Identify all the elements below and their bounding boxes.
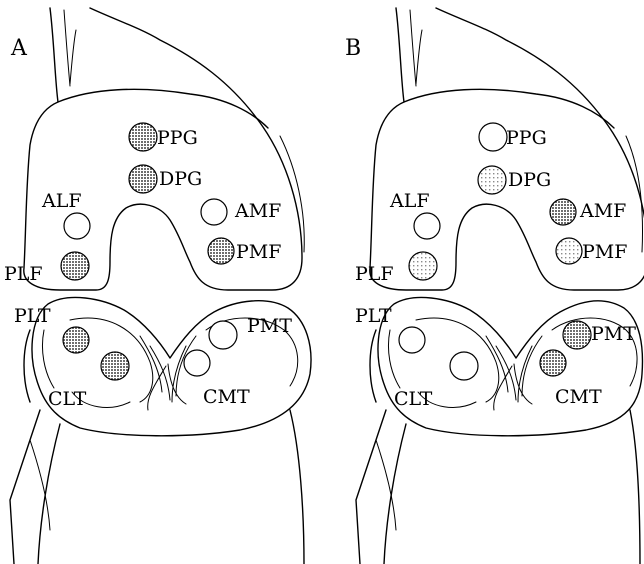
label-dpg-a: DPG xyxy=(159,168,202,190)
spot-clt-a xyxy=(101,352,129,380)
panel-a: A xyxy=(4,8,311,564)
label-amf-b: AMF xyxy=(579,200,626,222)
label-plf-a: PLF xyxy=(4,263,43,285)
spot-pmt-a xyxy=(209,321,237,349)
spot-plt-b xyxy=(399,327,425,353)
label-dpg-b: DPG xyxy=(508,169,551,191)
spot-ppg-b xyxy=(479,123,507,151)
label-amf-a: AMF xyxy=(234,200,281,222)
spot-dpg-a xyxy=(129,165,157,193)
spot-alf-a xyxy=(64,213,90,239)
label-alf-b: ALF xyxy=(389,190,430,212)
spot-plf-b xyxy=(409,252,437,280)
spots-b: PPG DPG ALF AMF PLF PMF PLT CLT PMT CMT xyxy=(355,123,636,410)
spot-pmf-b xyxy=(556,238,582,264)
label-clt-a: CLT xyxy=(48,388,87,410)
label-pmf-b: PMF xyxy=(582,241,627,263)
spot-amf-a xyxy=(201,199,227,225)
label-cmt-a: CMT xyxy=(203,386,250,408)
spot-clt-b xyxy=(450,352,478,380)
spot-pmf-a xyxy=(208,238,234,264)
label-ppg-a: PPG xyxy=(157,127,198,149)
panel-b: B PPG xyxy=(345,8,644,564)
panel-b-letter: B xyxy=(345,36,361,61)
label-plf-b: PLF xyxy=(355,263,394,285)
label-plt-a: PLT xyxy=(14,305,51,327)
label-pmf-a: PMF xyxy=(236,241,281,263)
spot-cmt-a xyxy=(184,350,210,376)
spot-dpg-b xyxy=(478,166,506,194)
label-clt-b: CLT xyxy=(394,388,433,410)
label-pmt-a: PMT xyxy=(247,315,292,337)
label-cmt-b: CMT xyxy=(555,386,602,408)
label-alf-a: ALF xyxy=(41,190,82,212)
spot-cmt-b xyxy=(540,350,566,376)
label-plt-b: PLT xyxy=(355,305,392,327)
spot-plf-a xyxy=(61,252,89,280)
label-pmt-b: PMT xyxy=(591,323,636,345)
panel-a-letter: A xyxy=(10,36,28,61)
label-ppg-b: PPG xyxy=(506,127,547,149)
spot-pmt-b xyxy=(563,321,591,349)
spots-a: PPG DPG ALF AMF PLF PMF PLT CLT PMT CMT xyxy=(4,123,292,410)
spot-plt-a xyxy=(63,327,89,353)
spot-ppg-a xyxy=(129,123,157,151)
spot-alf-b xyxy=(414,213,440,239)
spot-amf-b xyxy=(550,199,576,225)
tibia-drawing-a xyxy=(10,297,311,564)
